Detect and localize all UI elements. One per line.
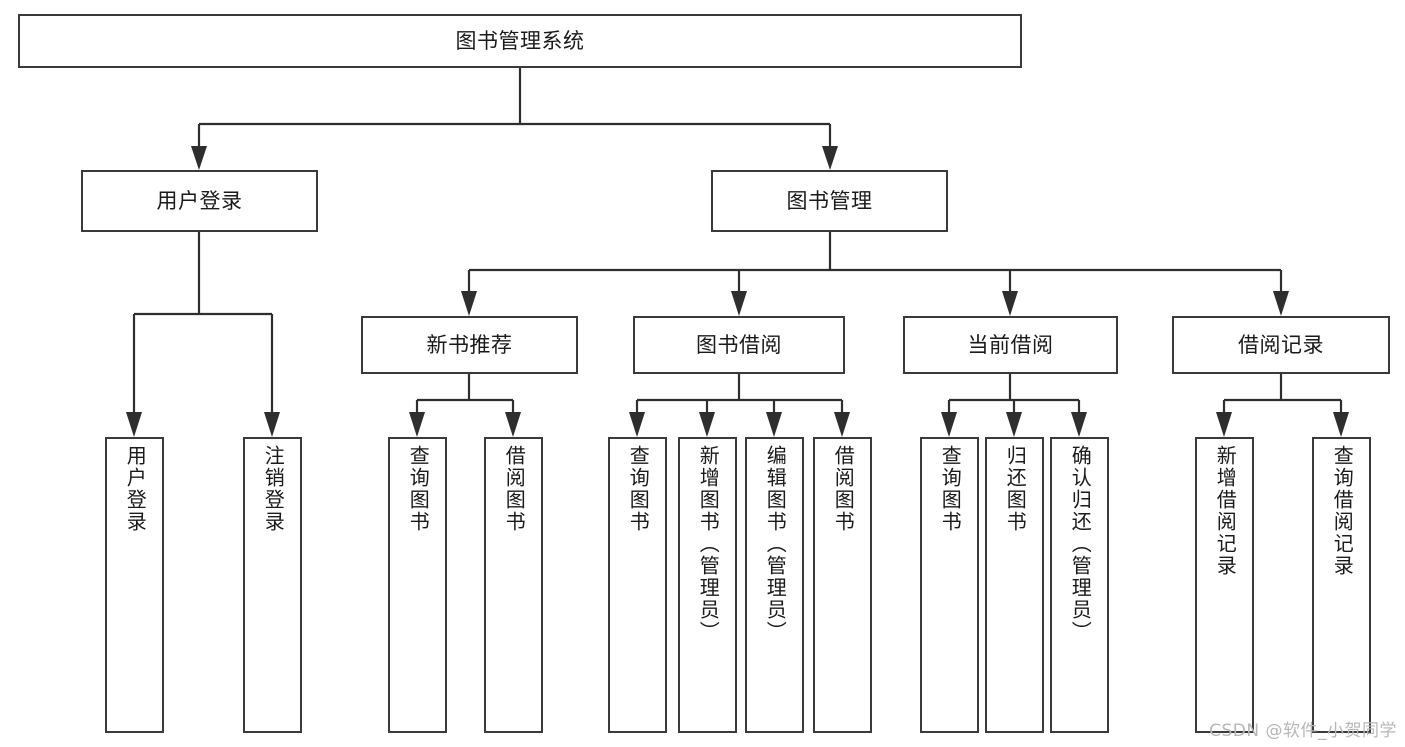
node-leaf-query-book-1[interactable]: 查询图书: [388, 437, 447, 733]
node-new-book-recommend[interactable]: 新书推荐: [361, 316, 578, 374]
node-leaf-user-login-label: 用户登录: [123, 445, 148, 533]
node-leaf-edit-book[interactable]: 编辑图书（管理员）: [745, 437, 804, 733]
arrowhead-leaf-return-book: [1006, 412, 1022, 437]
arrowhead-leaf-user-login: [126, 412, 142, 437]
node-leaf-add-book-label: 新增图书（管理员）: [696, 445, 721, 643]
node-leaf-query-book-2[interactable]: 查询图书: [608, 437, 667, 733]
arrowhead-borrow-record: [1273, 291, 1289, 316]
node-leaf-query-book-3[interactable]: 查询图书: [920, 437, 979, 733]
node-leaf-add-book[interactable]: 新增图书（管理员）: [678, 437, 737, 733]
node-leaf-query-book-3-label: 查询图书: [938, 445, 963, 533]
node-book-management[interactable]: 图书管理: [711, 170, 948, 232]
arrowhead-leaf-confirm-return: [1071, 412, 1087, 437]
arrowhead-book-borrow: [731, 291, 747, 316]
node-leaf-edit-book-label: 编辑图书（管理员）: [763, 445, 788, 643]
arrowhead-leaf-edit-book: [766, 412, 782, 437]
node-leaf-query-record-label: 查询借阅记录: [1330, 445, 1355, 577]
arrowhead-leaf-query-book-3: [941, 412, 957, 437]
node-book-management-label: 图书管理: [786, 188, 873, 213]
node-leaf-borrow-book-1-label: 借阅图书: [502, 445, 527, 533]
node-new-book-recommend-label: 新书推荐: [426, 332, 513, 357]
node-leaf-confirm-return[interactable]: 确认归还（管理员）: [1050, 437, 1109, 733]
node-leaf-confirm-return-label: 确认归还（管理员）: [1068, 445, 1093, 643]
node-leaf-return-book[interactable]: 归还图书: [985, 437, 1044, 733]
node-current-borrow[interactable]: 当前借阅: [903, 316, 1118, 374]
node-leaf-borrow-book-2[interactable]: 借阅图书: [813, 437, 872, 733]
arrowhead-book-management: [822, 146, 838, 170]
node-root-label: 图书管理系统: [455, 28, 585, 53]
node-user-login[interactable]: 用户登录: [81, 170, 318, 232]
node-leaf-user-login[interactable]: 用户登录: [105, 437, 164, 733]
node-leaf-borrow-book-1[interactable]: 借阅图书: [484, 437, 543, 733]
node-borrow-record[interactable]: 借阅记录: [1172, 316, 1390, 374]
watermark: CSDN @软件_小贺同学: [1209, 721, 1397, 741]
node-leaf-borrow-book-2-label: 借阅图书: [831, 445, 856, 533]
arrowhead-current-borrow: [1002, 291, 1018, 316]
arrowhead-leaf-query-record: [1333, 412, 1349, 437]
arrowhead-new-book-recommend: [461, 291, 477, 316]
arrowhead-leaf-query-book-1: [409, 412, 425, 437]
arrowhead-leaf-borrow-book-2: [834, 412, 850, 437]
arrowhead-leaf-add-record: [1216, 412, 1232, 437]
node-leaf-return-book-label: 归还图书: [1003, 445, 1028, 533]
node-leaf-query-book-2-label: 查询图书: [626, 445, 651, 533]
arrowhead-leaf-query-book-2: [629, 412, 645, 437]
node-book-borrow-label: 图书借阅: [696, 332, 782, 357]
arrowhead-leaf-add-book: [699, 412, 715, 437]
arrowhead-leaf-borrow-book-1: [505, 412, 521, 437]
node-leaf-logout-login[interactable]: 注销登录: [243, 437, 302, 733]
node-book-borrow[interactable]: 图书借阅: [633, 316, 845, 374]
node-borrow-record-label: 借阅记录: [1238, 332, 1324, 357]
node-leaf-query-book-1-label: 查询图书: [406, 445, 431, 533]
node-root[interactable]: 图书管理系统: [18, 14, 1022, 68]
arrowhead-user-login: [191, 146, 207, 170]
node-leaf-add-record[interactable]: 新增借阅记录: [1195, 437, 1254, 733]
node-current-borrow-label: 当前借阅: [967, 332, 1054, 357]
node-leaf-query-record[interactable]: 查询借阅记录: [1312, 437, 1371, 733]
node-leaf-logout-login-label: 注销登录: [261, 445, 286, 533]
node-user-login-label: 用户登录: [156, 188, 243, 213]
arrowhead-leaf-logout-login: [264, 412, 280, 437]
node-leaf-add-record-label: 新增借阅记录: [1213, 445, 1238, 577]
